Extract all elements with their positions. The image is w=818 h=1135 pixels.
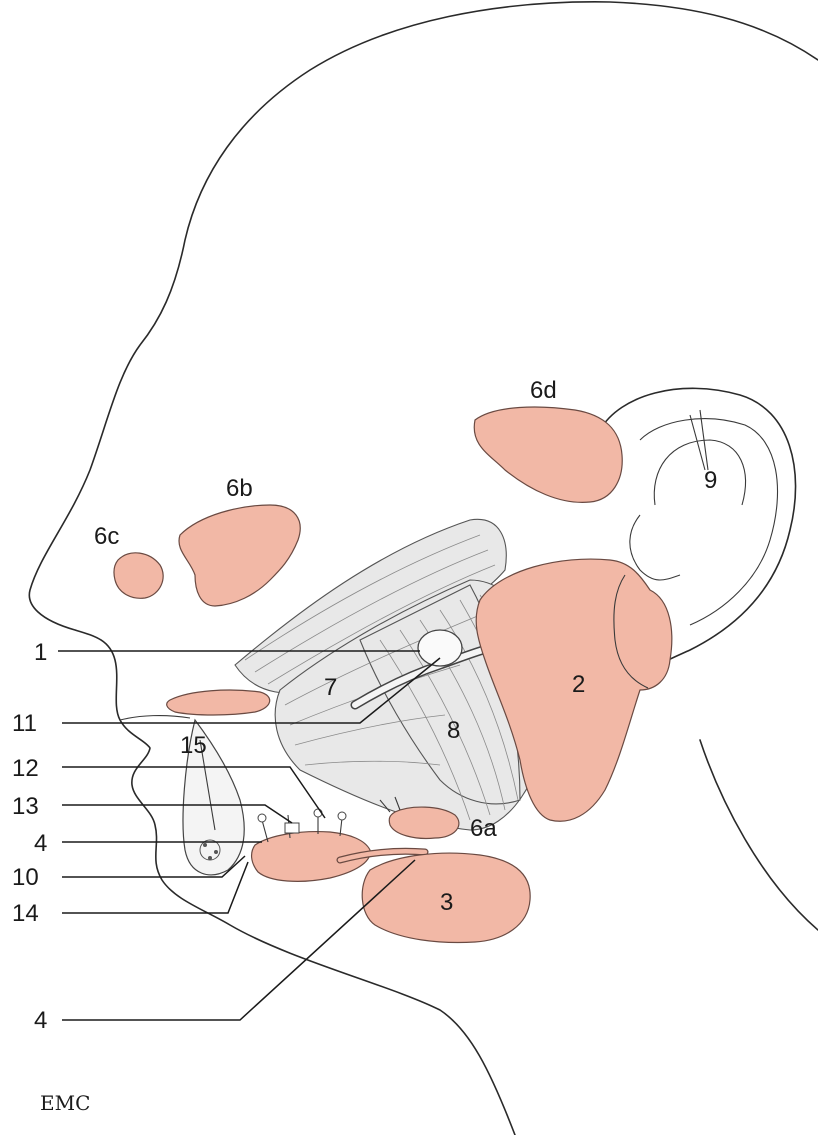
label-8: 8 bbox=[447, 717, 460, 744]
neck-line bbox=[700, 740, 818, 930]
label-4-upper: 4 bbox=[34, 830, 47, 857]
label-6d: 6d bbox=[530, 377, 557, 404]
label-1: 1 bbox=[34, 639, 47, 666]
label-6b: 6b bbox=[226, 475, 253, 502]
label-4-lower: 4 bbox=[34, 1007, 47, 1034]
duct-papilla bbox=[418, 630, 462, 666]
label-15: 15 bbox=[180, 732, 207, 759]
label-12: 12 bbox=[12, 755, 39, 782]
gland-6a bbox=[389, 807, 459, 838]
label-14: 14 bbox=[12, 900, 39, 927]
emc-logo: EMC bbox=[40, 1091, 90, 1115]
label-9: 9 bbox=[704, 467, 717, 494]
label-6c: 6c bbox=[94, 523, 119, 550]
label-10: 10 bbox=[12, 864, 39, 891]
lip-line bbox=[120, 716, 190, 720]
gland-6d bbox=[474, 407, 622, 502]
gland-6c bbox=[114, 553, 163, 598]
label-7: 7 bbox=[324, 674, 337, 701]
label-11: 11 bbox=[12, 710, 37, 737]
label-2: 2 bbox=[572, 671, 585, 698]
labial-gland bbox=[167, 690, 270, 715]
label-13: 13 bbox=[12, 793, 39, 820]
label-6a: 6a bbox=[470, 815, 497, 842]
gland-6b bbox=[179, 505, 300, 606]
label-3: 3 bbox=[440, 889, 453, 916]
